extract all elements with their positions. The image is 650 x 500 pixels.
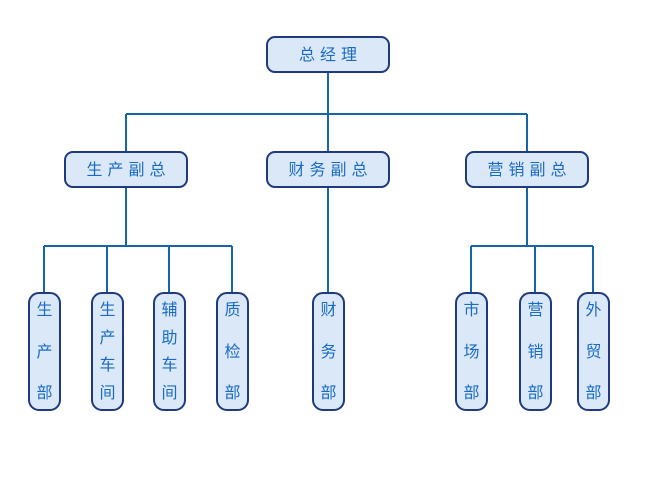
org-node-auxiliary-workshop: 辅助车间 bbox=[153, 292, 186, 411]
org-node-vp-marketing: 营销副总 bbox=[465, 151, 589, 188]
org-node-production-dept: 生产部 bbox=[28, 292, 61, 411]
org-node-finance-dept: 财务部 bbox=[312, 292, 345, 411]
org-node-vp-production: 生产副总 bbox=[64, 151, 188, 188]
org-node-marketing-dept: 营销部 bbox=[519, 292, 552, 411]
org-node-production-workshop: 生产车间 bbox=[91, 292, 124, 411]
connector-group bbox=[43, 73, 594, 292]
org-node-market-dept: 市场部 bbox=[455, 292, 488, 411]
org-node-foreign-trade-dept: 外贸部 bbox=[577, 292, 610, 411]
org-node-vp-finance: 财务副总 bbox=[266, 151, 390, 188]
org-node-general-manager: 总经理 bbox=[266, 36, 390, 73]
org-node-quality-dept: 质检部 bbox=[216, 292, 249, 411]
